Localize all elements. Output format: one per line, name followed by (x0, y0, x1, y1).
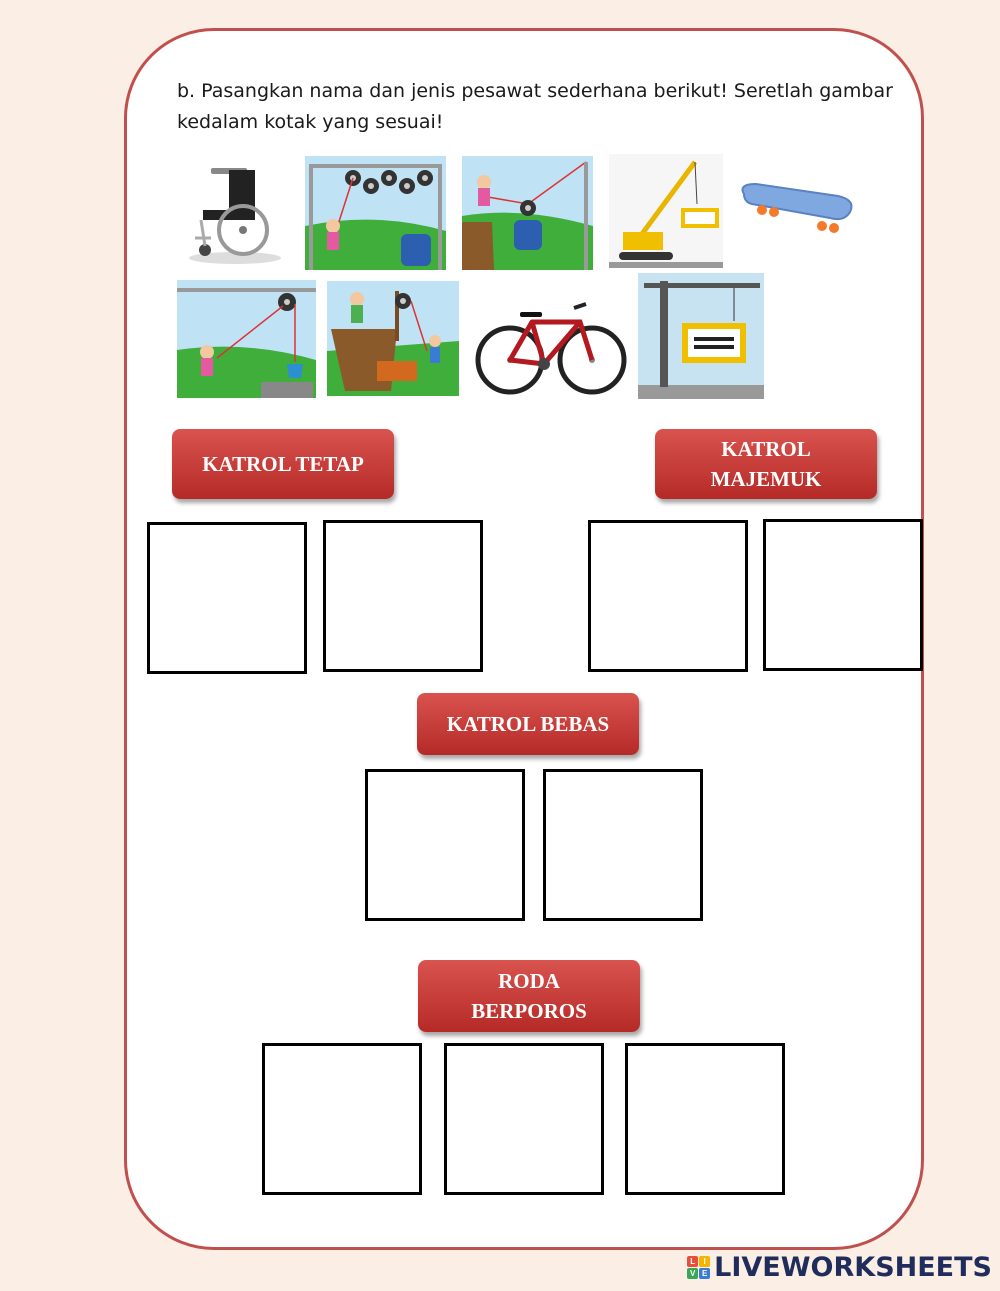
liveworksheets-logo-icon: L I V E (687, 1256, 711, 1279)
liveworksheets-watermark: L I V E LIVEWORKSHEETS (687, 1252, 992, 1283)
tower-crane-image[interactable] (638, 273, 764, 399)
drop-box-roda-berporos-2[interactable] (444, 1043, 604, 1195)
skateboard-image[interactable] (738, 174, 856, 238)
drop-box-katrol-majemuk-1[interactable] (588, 520, 748, 672)
label-katrol-majemuk: KATROL MAJEMUK (655, 429, 877, 499)
pulley-well-bricks-image[interactable] (327, 281, 459, 396)
label-roda-berporos: RODA BERPOROS (418, 960, 640, 1032)
drop-box-katrol-tetap-2[interactable] (323, 520, 483, 672)
instruction-text: b. Pasangkan nama dan jenis pesawat sede… (177, 80, 893, 133)
bicycle-image[interactable] (474, 294, 628, 400)
wheelchair-image[interactable] (183, 154, 287, 266)
drop-box-katrol-bebas-1[interactable] (365, 769, 525, 921)
fixed-pulley-well-image[interactable] (177, 280, 316, 398)
drop-box-katrol-bebas-2[interactable] (543, 769, 703, 921)
label-katrol-bebas: KATROL BEBAS (417, 693, 639, 755)
drop-box-roda-berporos-1[interactable] (262, 1043, 422, 1195)
drop-box-roda-berporos-3[interactable] (625, 1043, 785, 1195)
crane-image[interactable] (609, 154, 723, 268)
label-katrol-tetap: KATROL TETAP (172, 429, 394, 499)
drop-box-katrol-tetap-1[interactable] (147, 522, 307, 674)
multiple-pulley-image[interactable] (305, 156, 446, 270)
drop-box-katrol-majemuk-2[interactable] (763, 519, 923, 671)
free-pulley-image[interactable] (462, 156, 593, 270)
watermark-text: LIVEWORKSHEETS (714, 1252, 992, 1283)
